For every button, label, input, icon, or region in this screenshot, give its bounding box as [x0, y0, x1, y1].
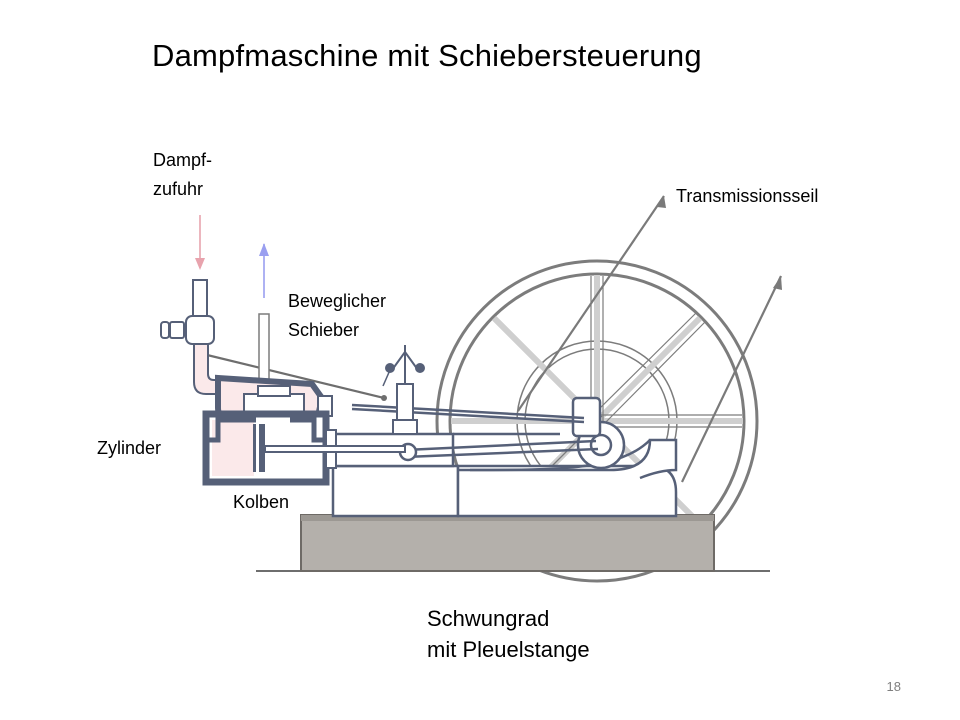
- cylinder-label: Zylinder: [97, 438, 162, 458]
- transmission-rope: [517, 195, 782, 483]
- slide-title: Dampfmaschine mit Schiebersteuerung: [152, 38, 702, 73]
- steam-chest: [215, 374, 326, 419]
- transmission-rope-label: Transmissionsseil: [676, 186, 819, 206]
- rope-arrow-head: [657, 196, 666, 208]
- base-platform: [300, 514, 715, 572]
- exhaust-pipe: [258, 313, 270, 385]
- page-number: 18: [886, 679, 901, 694]
- governor-ball-left: [385, 363, 395, 373]
- steam-supply-label-line1: Dampf-: [153, 150, 213, 170]
- governor-ball-right: [415, 363, 425, 373]
- piston: [253, 424, 406, 472]
- flywheel-label-line2: mit Pleuelstange: [427, 637, 590, 662]
- crank-hub: [571, 396, 626, 470]
- steam-out-arrow: [259, 243, 269, 298]
- rope-arrow-head-2: [773, 276, 782, 290]
- steam-supply-label-line2: zufuhr: [153, 179, 204, 199]
- flywheel-label: Schwungrad mit Pleuelstange: [427, 603, 590, 665]
- valve-linkage: [202, 352, 385, 400]
- slide-valve-label: Beweglicher Schieber: [288, 287, 386, 345]
- governor-link: [382, 369, 391, 387]
- slide-valve-label-line2: Schieber: [288, 320, 360, 340]
- piston-label: Kolben: [233, 492, 290, 512]
- slide-valve-label-line1: Beweglicher: [288, 291, 387, 311]
- steam-supply-label: Dampf- zufuhr: [153, 146, 212, 204]
- governor: [391, 345, 419, 435]
- frame-curve: [469, 439, 651, 472]
- flywheel-label-line1: Schwungrad: [427, 606, 550, 631]
- steam-in-arrow: [195, 215, 205, 270]
- linkage-pivot: [381, 395, 387, 401]
- engine-frame: [331, 432, 678, 518]
